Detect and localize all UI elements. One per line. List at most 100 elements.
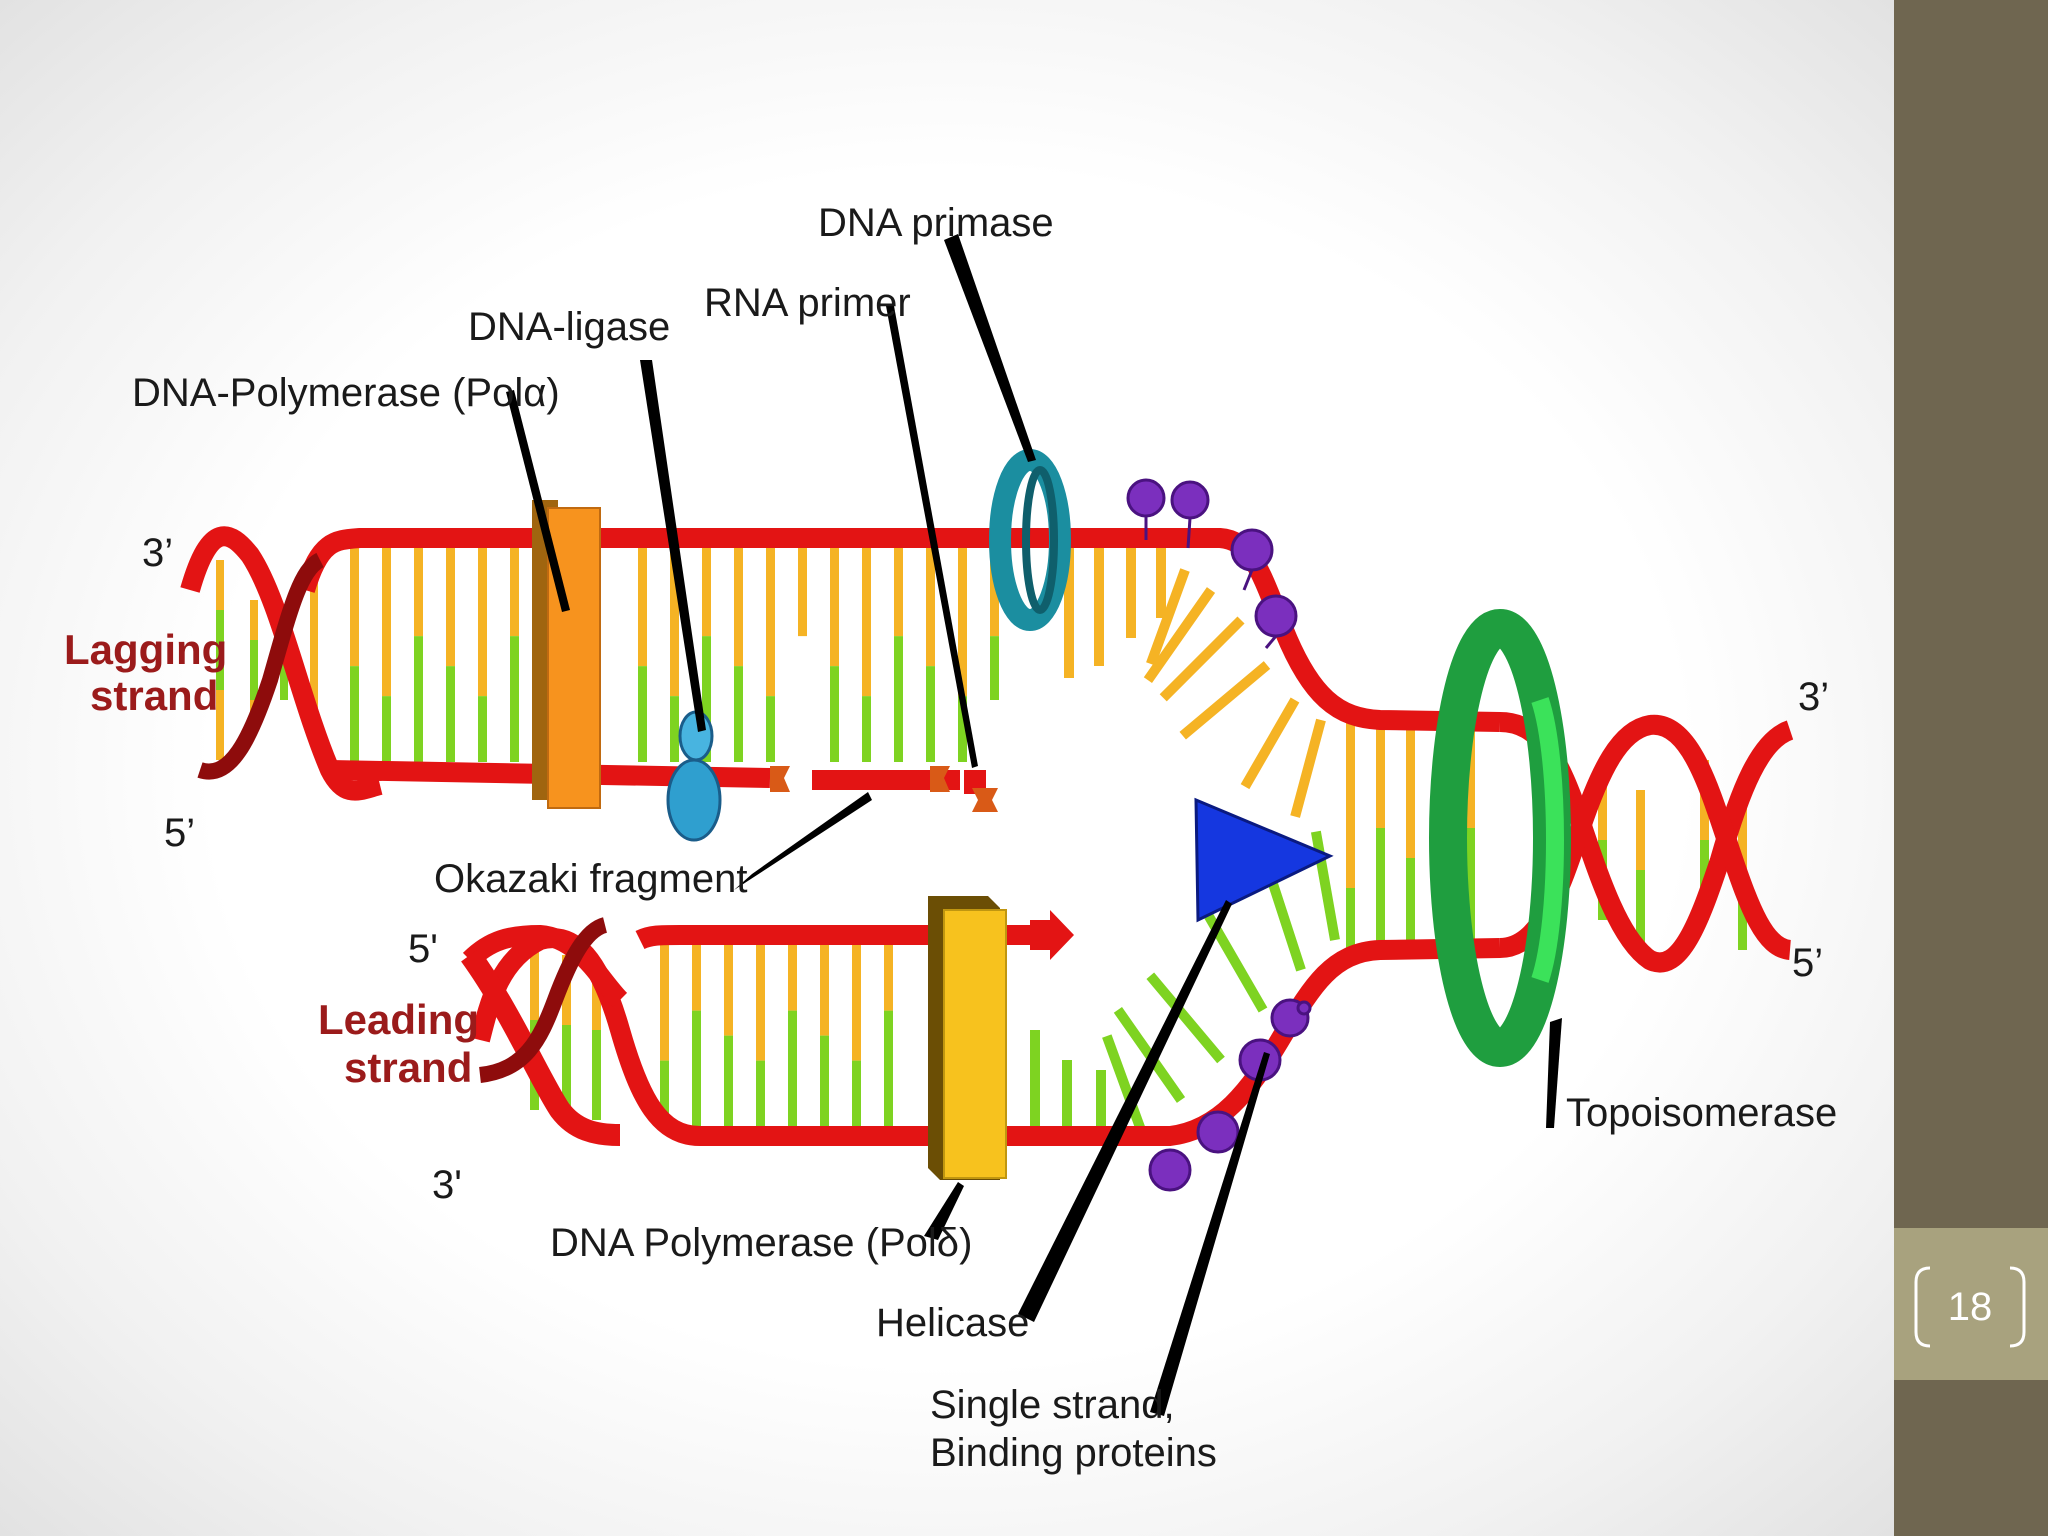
base-pair-yellow [592,960,601,1030]
base-pair-yellow [884,945,893,1011]
base-pair-green [382,696,391,762]
base-pair-yellow [788,945,797,1011]
base-pair-green [1466,828,1475,948]
base-pair-green [478,696,487,762]
label-topoisomerase: Topoisomerase [1566,1091,1837,1135]
base-pair-green [1346,888,1355,948]
base-pair-green [756,1060,765,1128]
leading-new-backbone [462,924,1040,1008]
dna-replication-diagram: DNA primase RNA primer DNA-ligase DNA-Po… [64,201,1837,1475]
label-helicase: Helicase [876,1301,1029,1345]
lagging-template-top [295,528,1501,732]
label-ssb-line1: Single strand, [930,1383,1175,1427]
label-lagging-line1: Lagging [64,626,227,673]
base-pair-green [852,1060,861,1128]
label-right-5prime: 5’ [1792,941,1823,985]
base-pair-yellow [1466,722,1475,828]
base-pair-green [862,696,871,762]
dna-polymerase-alpha [532,500,601,809]
base-pair-green [958,696,967,762]
base-pair-yellow [510,548,519,637]
lagging-back-strand [197,552,325,780]
label-rna-primer: RNA primer [704,281,911,325]
base-pair-yellow [852,945,861,1061]
base-pair-green [1376,828,1385,948]
label-leading-3prime: 3' [432,1163,462,1207]
helicase [1194,797,1334,923]
base-pair-green [820,1035,829,1128]
base-pair-green [510,636,519,762]
label-dna-primase: DNA primase [818,201,1054,245]
base-pair-yellow [798,548,807,637]
base-pair-yellow [1346,722,1355,888]
label-okazaki-fragment: Okazaki fragment [434,857,747,901]
base-pair-green [670,696,679,762]
label-lagging-line2: strand [90,672,218,719]
leading-left-twist [478,917,608,1083]
base-pair-green [766,696,775,762]
base-pair-green [350,666,359,762]
base-pair-yellow [382,548,391,697]
ssb-proteins-upper [1126,478,1298,649]
base-pair-green [660,1060,669,1128]
label-dna-polymerase-alpha: DNA-Polymerase (Polα) [132,371,560,415]
base-pair-green [894,636,903,762]
base-pair-green [1406,858,1415,948]
base-pair-yellow [766,548,775,697]
base-pair-yellow [1636,790,1645,870]
label-right-3prime: 3’ [1798,675,1829,719]
leader-lines [506,234,1562,1416]
dna-polymerase-delta [928,896,1007,1180]
page-bracket-icon [1914,1266,2026,1348]
base-pair-green [926,666,935,762]
base-pair-green [734,666,743,762]
base-pair-yellow [414,548,423,637]
base-pair-green [638,666,647,762]
base-pair-yellow [1598,760,1607,840]
label-dna-polymerase-delta: DNA Polymerase (Polδ) [550,1221,972,1265]
base-pair-green [446,666,455,762]
page-number-box [1894,1228,2048,1380]
base-pair-yellow [734,548,743,667]
base-pair-green [1636,870,1645,950]
base-pair-green [592,1030,601,1120]
rna-primers [770,766,998,812]
base-pair-yellow [530,950,539,1020]
base-pair-yellow [478,548,487,697]
label-lagging-5prime: 5’ [164,811,195,855]
base-pair-yellow [660,945,669,1061]
label-leading-5prime: 5' [408,927,438,971]
page-number: 18 [1908,1262,2032,1352]
base-pair-green [884,1010,893,1128]
base-pair-yellow [756,945,765,1061]
leading-front-twist [461,948,621,1146]
page-number-text: 18 [1947,1284,1993,1329]
label-leading-line1: Leading [318,996,479,1043]
label-leading-line2: strand [344,1044,472,1091]
base-pair-yellow [820,945,829,1036]
base-pair-yellow [862,548,871,697]
base-pair-yellow [724,945,733,1036]
base-pair-yellow [638,548,647,667]
base-pair-yellow [350,548,359,667]
base-pair-green [562,1025,571,1115]
base-pair-yellow [990,548,999,637]
base-pair-green [692,1010,701,1128]
base-pair-green [788,1010,797,1128]
base-pair-yellow [670,548,679,697]
base-pair-green [414,636,423,762]
base-pair-green [830,666,839,762]
base-pair-yellow [1738,790,1747,870]
base-pair-green [702,636,711,762]
base-pair-yellow [1406,722,1415,858]
label-ssb-line2: Binding proteins [930,1431,1217,1475]
base-pair-yellow [446,548,455,667]
base-pair-green [724,1035,733,1128]
base-pair-yellow [1376,722,1385,828]
label-dna-ligase: DNA-ligase [468,305,670,349]
base-pair-yellow [958,548,967,697]
topoisomerase [1429,609,1571,1067]
base-pair-yellow [702,548,711,637]
ssb-proteins-lower [1148,998,1312,1192]
base-pair-yellow [894,548,903,637]
